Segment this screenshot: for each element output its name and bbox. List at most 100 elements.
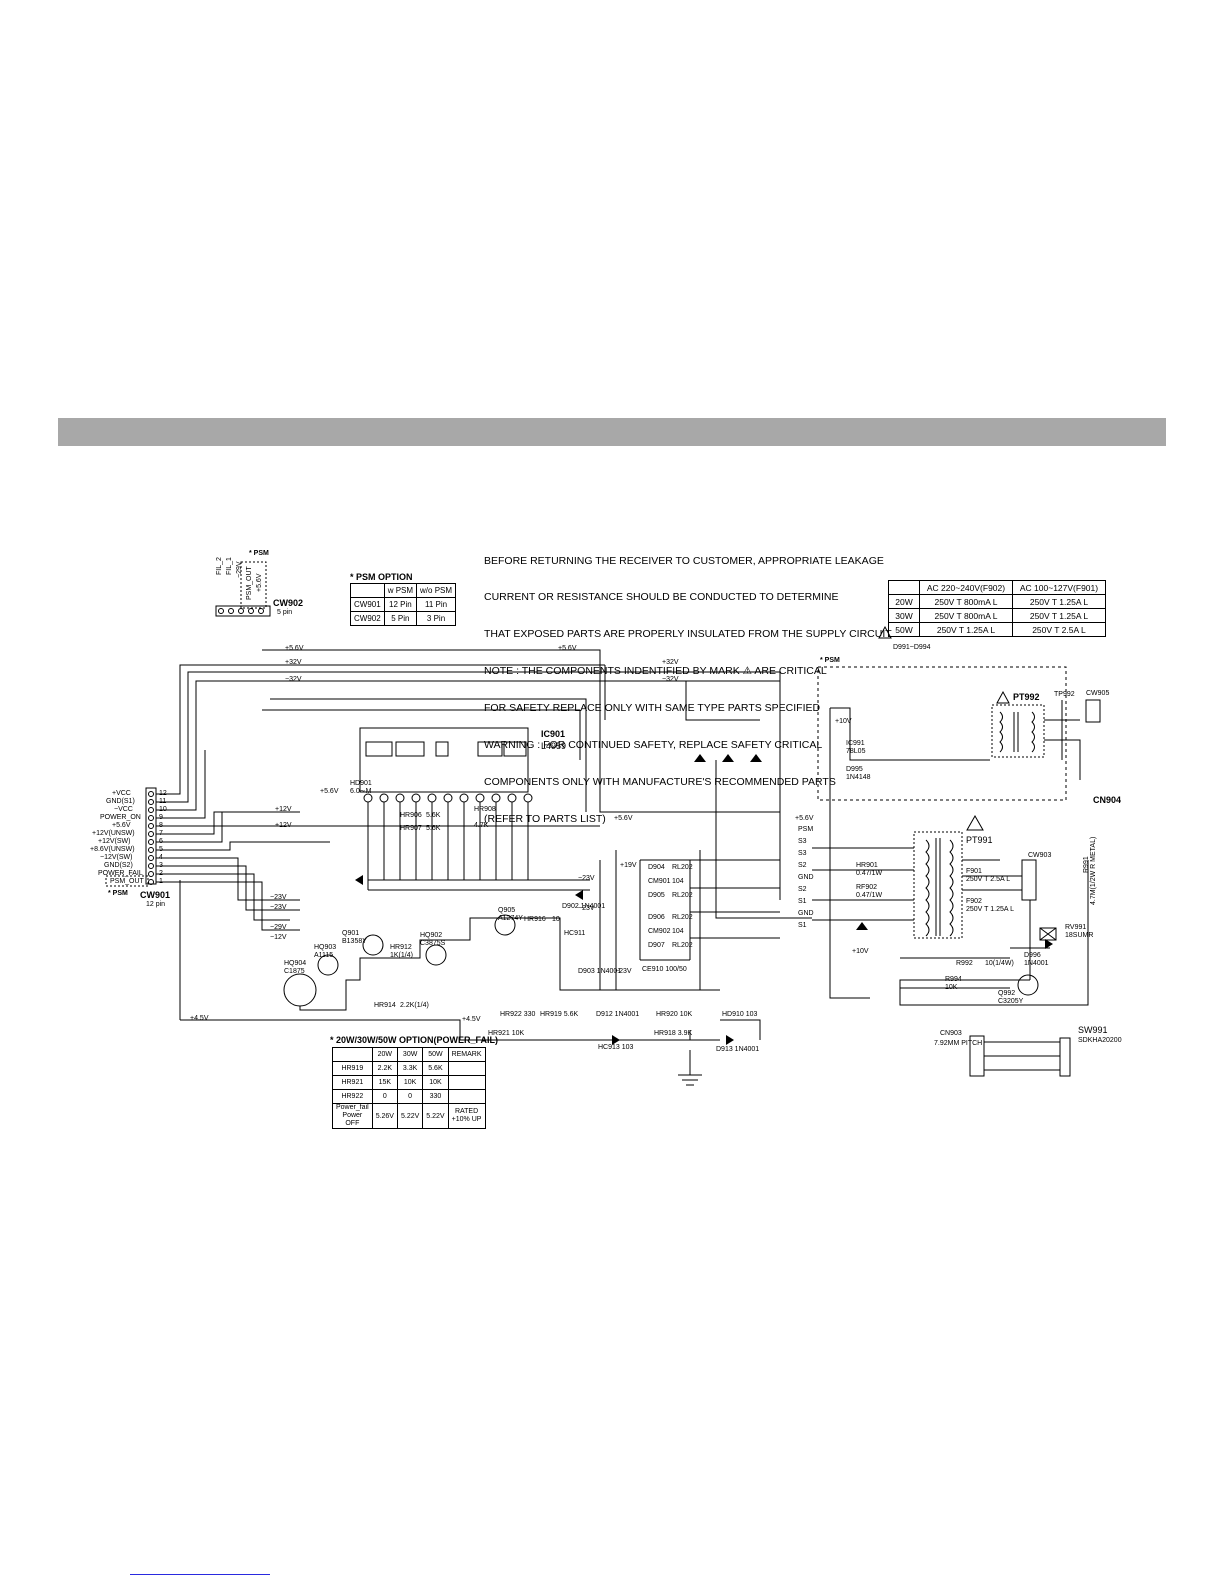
signal-label: S1 — [798, 922, 807, 929]
hq902-symbol — [425, 944, 447, 966]
cn904-connector — [1085, 699, 1101, 723]
cw901-pins — [148, 791, 154, 885]
hq903-label: HQ903 — [314, 944, 337, 951]
hc911-label: HC911 — [564, 930, 586, 937]
footer-link-underline[interactable] — [130, 1574, 270, 1575]
table-cell: 250V T 2.5A L — [1012, 622, 1106, 637]
pt992-box — [991, 704, 1045, 758]
d905-label: D905 — [648, 892, 665, 899]
power-fail-table: 20W 30W 50W REMARK HR919 2.2K 3.3K 5.6K … — [332, 1047, 486, 1129]
d913-label: D913 1N4001 — [716, 1046, 760, 1053]
q901-label: Q901 — [342, 930, 360, 937]
cw901-pins-label: 12 pin — [146, 901, 166, 908]
cm901-label: CM901 — [648, 878, 671, 885]
hq904-part: C1875 — [284, 968, 305, 975]
cw901-pin-number: 2 — [159, 870, 163, 877]
signal-label: S2 — [798, 862, 807, 869]
rail-voltage: +12V — [275, 806, 292, 813]
rail-voltage: +12V — [275, 822, 292, 829]
cw902-signal: −29V — [236, 561, 243, 578]
cw901-pin-number: 1 — [159, 878, 163, 885]
d903-label: D903 1N4001 — [578, 968, 622, 975]
f901-rating: 250V T 2.5A L — [966, 876, 1011, 883]
hr902-label: RF902 — [856, 884, 878, 891]
cw901-signal: POWER_ON — [100, 814, 141, 821]
d996-label: D996 — [1024, 952, 1041, 959]
table-cell: Power_fail Power OFF — [332, 1103, 373, 1129]
table-cell: 250V T 1.25A L — [1012, 608, 1106, 623]
fuse-table: AC 220~240V(F902) AC 100~127V(F901) 20W … — [888, 580, 1106, 637]
rail-voltage: −23V — [270, 894, 287, 901]
hq903-part: A1115 — [314, 952, 334, 959]
cw905-label: CW905 — [1086, 690, 1110, 697]
pt991-box — [913, 831, 963, 939]
cw901-pin-number: 12 — [159, 790, 167, 797]
hr922-label: HR922 330 — [500, 1011, 536, 1018]
ic901-name: IC901 — [541, 729, 566, 739]
cw901-pin-number: 3 — [159, 862, 163, 869]
cw901-signal: +12V(SW) — [98, 838, 131, 845]
notice-line: COMPONENTS ONLY WITH MANUFACTURE'S RECOM… — [484, 775, 836, 788]
psm-option-title: * PSM OPTION — [350, 572, 413, 582]
cw901-signal: PSM_OUT — [110, 878, 144, 885]
relay-block — [639, 859, 691, 961]
sw991-part: SDKHA20200 — [1078, 1037, 1122, 1044]
hr916-label: HR916 — [524, 916, 546, 923]
d906-label: D906 — [648, 914, 665, 921]
q901-part: B1358Y — [342, 938, 367, 945]
cw901-pin-number: 5 — [159, 846, 163, 853]
cw902-signal: FIL_1 — [226, 557, 233, 575]
q901-symbol — [362, 934, 384, 956]
rail-voltage: +19V — [620, 862, 637, 869]
rail-voltage: −23V — [615, 968, 632, 975]
rail-voltage: −23V — [270, 904, 287, 911]
hc913-label: HC913 103 — [598, 1044, 634, 1051]
rail-voltage: +5.6V — [320, 788, 339, 795]
rl202-label: RL202 — [672, 914, 693, 921]
q992-label: Q992 — [998, 990, 1016, 997]
signal-label: S1 — [798, 898, 807, 905]
rail-voltage: −23V — [578, 875, 595, 882]
ic991-label: IC991 — [846, 740, 865, 747]
safety-warning-icons — [878, 625, 1010, 831]
hr921-label: HR921 10K — [488, 1030, 525, 1037]
rail-voltage: +10V — [852, 948, 869, 955]
rl202-label: RL202 — [672, 892, 693, 899]
psm-out-dashed-box — [105, 875, 149, 887]
d907-label: D907 — [648, 942, 665, 949]
d902-label: D902 1N4001 — [562, 903, 606, 910]
signal-label: PSM — [798, 826, 814, 833]
d995-label: D995 — [846, 766, 863, 773]
pt991-label: PT991 — [966, 835, 993, 845]
hr908-label: HR908 — [474, 806, 496, 813]
cm902-label: CM902 — [648, 928, 671, 935]
hr912-value: 1K(1/4) — [390, 952, 413, 959]
hr907-value: 5.6K — [426, 825, 441, 832]
rl202-label: RL202 — [672, 864, 693, 871]
rail-voltage: −12V — [270, 934, 287, 941]
ic901-pins — [363, 793, 533, 803]
cw902-connector-body — [215, 605, 271, 617]
table-cell: 330 — [422, 1089, 449, 1104]
cw901-pin-number: 10 — [159, 806, 167, 813]
cw901-name: CW901 — [140, 890, 171, 900]
signal-label: S2 — [798, 886, 807, 893]
d912-label: D912 1N4001 — [596, 1011, 640, 1018]
r991-value: 4.7M(1/2W R METAL) — [1090, 836, 1097, 905]
psm-dashed-box — [240, 561, 267, 609]
hr912-label: HR912 — [390, 944, 412, 951]
psm-module-label: * PSM — [820, 657, 840, 664]
rail-voltage: +5.6V — [795, 815, 814, 822]
cw901-signal: −VCC — [114, 806, 133, 813]
cw902-signal: FIL_2 — [216, 557, 223, 575]
cw901-signal: GND(S1) — [106, 798, 135, 805]
signal-label: GND — [798, 874, 814, 881]
hr907-label: HR907 — [400, 825, 422, 832]
notice-line: NOTE : THE COMPONENTS INDENTIFIED BY MAR… — [484, 665, 827, 678]
rail-voltage: +5.6V — [614, 815, 633, 822]
table-cell: 50W — [888, 622, 920, 637]
notice-line: (REFER TO PARTS LIST) — [484, 812, 606, 825]
hq904-symbol — [283, 973, 317, 1007]
notice-line: FOR SAFETY REPLACE ONLY WITH SAME TYPE P… — [484, 702, 821, 715]
cw902-signal: PSM_OUT — [246, 566, 253, 600]
